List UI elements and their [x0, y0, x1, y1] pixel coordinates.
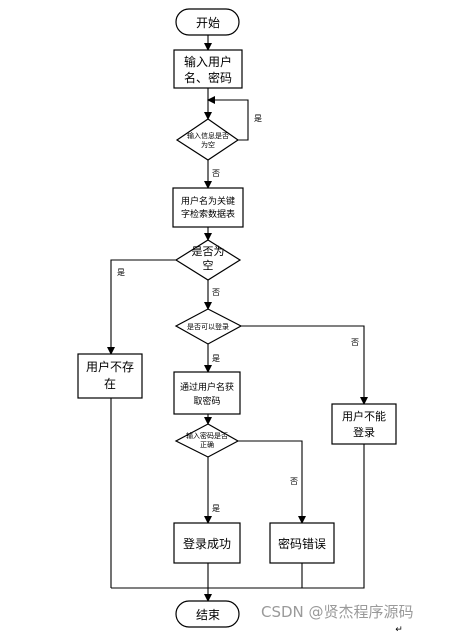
check-empty-decision [175, 118, 240, 161]
can-login-label: 是否可以登录 [187, 322, 229, 331]
cannot-login-box [331, 403, 397, 445]
edge-label-pwd-yes: 是 [212, 504, 220, 513]
result-empty-label-line1: 是否为 [192, 245, 225, 258]
edge-label-can-no: 否 [351, 338, 359, 347]
result-empty-decision [174, 239, 242, 281]
get-pwd-box [173, 371, 241, 415]
get-pwd-label-line2: 取密码 [193, 395, 220, 407]
login-success-box [173, 522, 241, 564]
get-pwd-label-line1: 通过用户名获 [180, 381, 234, 393]
user-missing-box [77, 353, 143, 399]
user-missing-label-line2: 在 [104, 377, 116, 391]
edge-cannot-down [302, 444, 365, 589]
input-label-line2: 名、密码 [184, 70, 232, 85]
login-success-label: 登录成功 [183, 536, 231, 551]
edge-label-can-yes: 是 [212, 354, 220, 363]
cannot-login-label-line2: 登录 [353, 425, 375, 439]
edge-label-empty-yes: 是 [254, 114, 262, 123]
pwd-correct-label-line2: 正确 [200, 440, 214, 449]
check-empty-label-line1: 输入信息是否 [187, 131, 229, 140]
start-label: 开始 [196, 16, 220, 30]
pwd-correct-decision [174, 423, 240, 458]
check-empty-label-line2: 为空 [201, 140, 215, 149]
result-empty-label-line2: 空 [203, 258, 214, 272]
edge-label-result-yes: 是 [117, 268, 125, 277]
pwd-correct-label-line1: 输入密码是否 [186, 431, 228, 440]
start-terminal [175, 8, 240, 36]
connectors [107, 35, 368, 602]
return-mark: ↵ [395, 625, 403, 634]
edge-error-down [208, 563, 303, 589]
edge-label-result-no: 否 [212, 288, 220, 297]
edge-result-yes [107, 259, 176, 355]
edge-label-empty-no: 否 [212, 169, 220, 178]
can-login-decision [174, 308, 243, 345]
pwd-error-label: 密码错误 [278, 536, 326, 551]
input-box [173, 49, 243, 89]
input-label-line1: 输入用户 [184, 54, 232, 69]
query-label-line1: 用户名为关键 [181, 195, 235, 207]
cannot-login-label-line1: 用户不能 [342, 409, 386, 423]
query-label-line2: 字检索数据表 [181, 208, 235, 220]
query-box [172, 187, 244, 228]
user-missing-label-line1: 用户不存 [86, 359, 134, 374]
edge-label-pwd-no: 否 [290, 477, 298, 486]
edge-empty-yes-loop [207, 96, 249, 141]
end-label: 结束 [196, 608, 220, 622]
edge-pwd-no [238, 440, 306, 524]
end-terminal [175, 600, 240, 628]
edge-can-no [241, 325, 368, 405]
pwd-error-box [269, 522, 335, 564]
csdn-watermark: CSDN @贤杰程序源码 [261, 603, 414, 621]
